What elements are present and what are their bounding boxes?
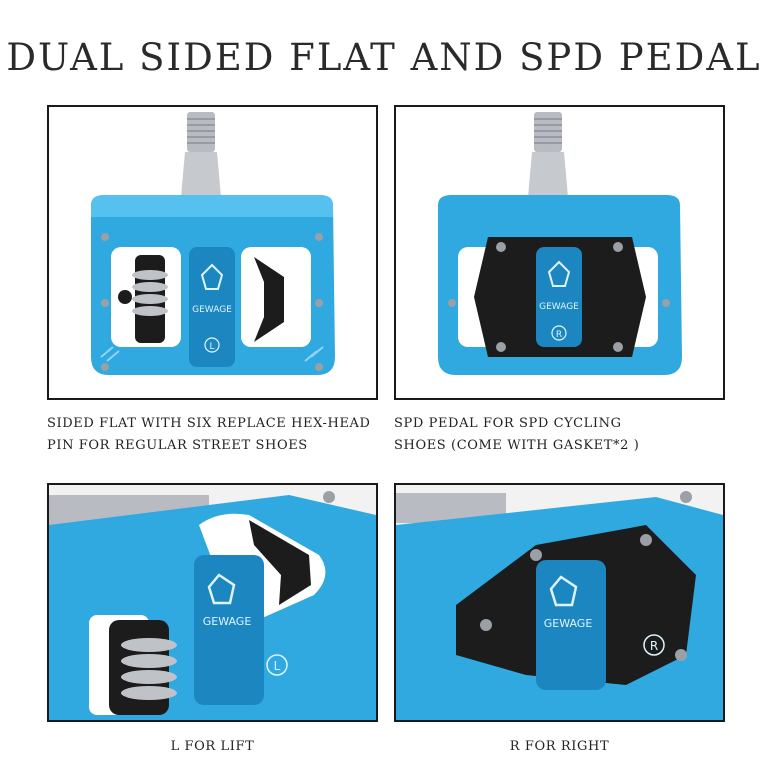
spd-clip-mechanism — [118, 255, 168, 343]
side-mark: L — [209, 342, 214, 352]
page-title: DUAL SIDED FLAT AND SPD PEDAL — [6, 36, 762, 79]
cleat-plate — [249, 520, 311, 605]
spd-clip-mechanism — [109, 620, 177, 715]
flat-pedal-illustration: GEWAGE L — [49, 107, 376, 398]
caption-right: R FOR RIGHT — [509, 739, 610, 754]
caption-line: SHOES (COME WITH GASKET*2 ) — [394, 438, 640, 453]
axle-spindle — [181, 152, 221, 197]
closeup-left-illustration: GEWAGE L — [49, 485, 376, 720]
flat-side-image: GEWAGE L — [47, 105, 378, 400]
spd-side-image: GEWAGE R — [394, 105, 725, 400]
axle-thread — [187, 112, 215, 152]
brand-logo-icon — [200, 263, 224, 290]
brand-text: GEWAGE — [203, 615, 252, 628]
brand-logo-icon — [207, 573, 236, 605]
brand-text: GEWAGE — [539, 302, 579, 312]
side-mark: L — [274, 659, 281, 673]
brand-logo-icon — [549, 575, 578, 607]
brand-text: GEWAGE — [544, 617, 593, 630]
brand-text: GEWAGE — [192, 305, 232, 315]
spd-pedal-illustration: GEWAGE R — [396, 107, 723, 398]
caption-line: SPD PEDAL FOR SPD CYCLING — [394, 416, 622, 431]
caption-line: PIN FOR REGULAR STREET SHOES — [47, 438, 308, 453]
closeup-left-image: GEWAGE L — [47, 483, 378, 722]
brand-logo-icon — [547, 260, 571, 287]
caption-flat-side: SIDED FLAT WITH SIX REPLACE HEX-HEAD PIN… — [47, 413, 371, 457]
closeup-right-image: GEWAGE R — [394, 483, 725, 722]
closeup-right-illustration: GEWAGE R — [396, 485, 723, 720]
cleat-plate — [254, 257, 284, 342]
caption-spd-side: SPD PEDAL FOR SPD CYCLING SHOES (COME WI… — [394, 413, 639, 457]
side-mark: R — [650, 639, 658, 653]
caption-line: SIDED FLAT WITH SIX REPLACE HEX-HEAD — [47, 416, 371, 431]
side-mark: R — [556, 330, 562, 340]
caption-left: L FOR LIFT — [170, 739, 255, 754]
